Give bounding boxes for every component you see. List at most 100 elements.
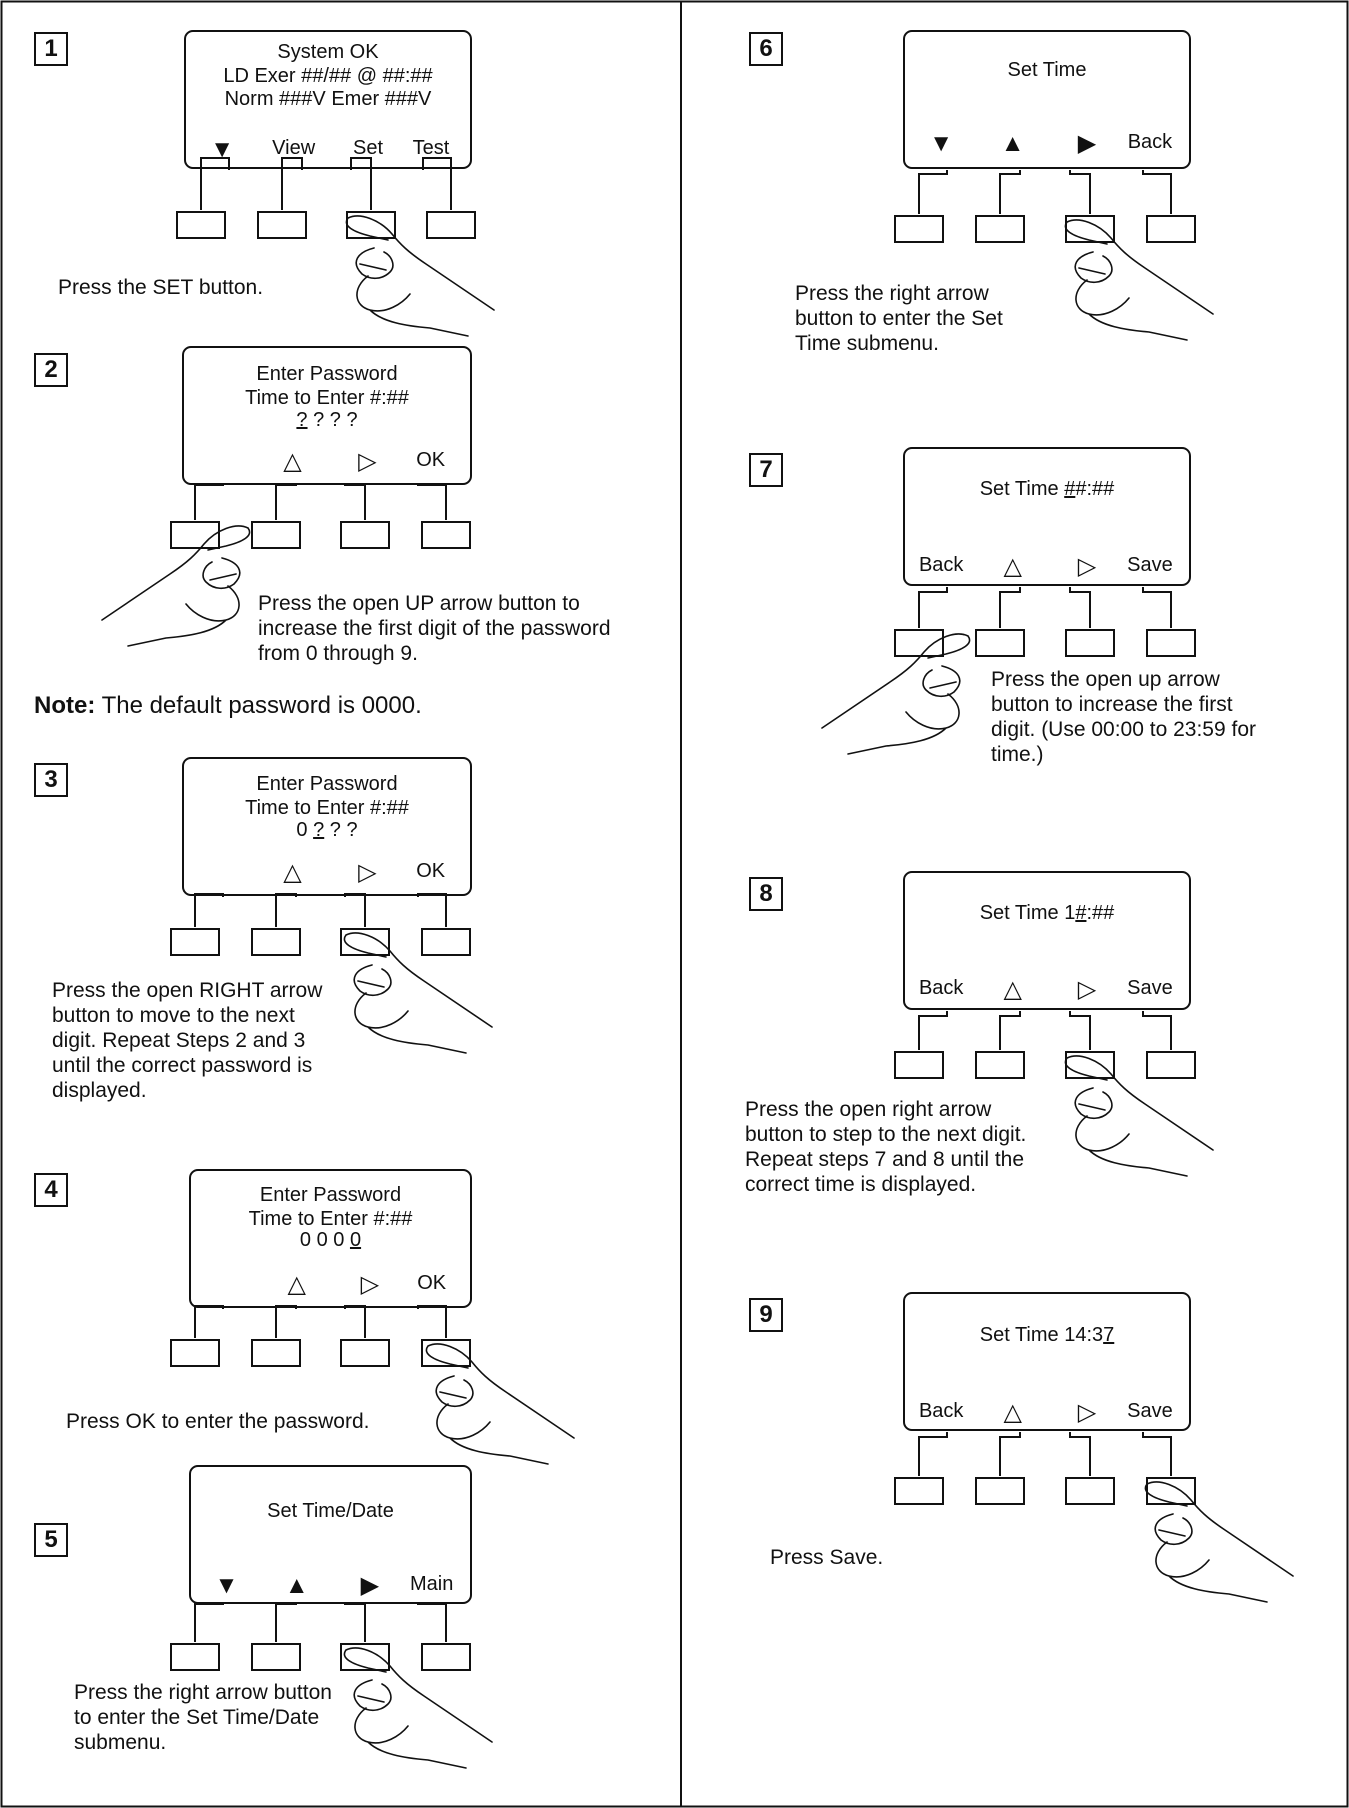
screen-line: Norm ###V Emer ###V <box>224 88 432 110</box>
softkey-label-2: △ <box>1003 1399 1022 1426</box>
softkey-label-1: Back <box>918 977 964 999</box>
set-time-display: Set Time ##:## <box>904 479 1190 499</box>
keypad-button-4[interactable] <box>421 1643 471 1671</box>
step-number-7: 7 <box>749 453 783 487</box>
softkey-label-4: Test <box>412 137 450 159</box>
step-number-5: 5 <box>34 1523 68 1557</box>
bracket-connector <box>200 157 230 210</box>
keypad-button-4[interactable] <box>1146 629 1196 657</box>
pointing-hand-icon <box>1144 1481 1294 1603</box>
screen-line: System OK <box>277 41 379 63</box>
softkey-label-3: ▷ <box>1077 1399 1097 1426</box>
softkey-label-1: Back <box>918 1400 964 1422</box>
default-password-note: Note: The default password is 0000. <box>34 692 422 720</box>
bracket-connector <box>1142 1011 1172 1050</box>
softkey-label-2: △ <box>283 859 302 886</box>
bracket-connector <box>999 170 1021 214</box>
keypad-button-1[interactable] <box>894 1051 944 1079</box>
cursor-digit: ? <box>313 819 325 841</box>
lcd-screen-8 <box>903 871 1191 1010</box>
bracket-connector <box>350 157 372 210</box>
keypad-button-3[interactable] <box>340 1643 390 1671</box>
password-digits: ? ? ? ? <box>183 410 471 430</box>
keypad-button-4[interactable] <box>421 521 471 549</box>
keypad-button-2[interactable] <box>975 1051 1025 1079</box>
keypad-button-2[interactable] <box>975 1477 1025 1505</box>
bracket-connector <box>1142 170 1172 214</box>
keypad-button-2[interactable] <box>257 211 307 239</box>
cursor-digit: 0 <box>349 1229 362 1251</box>
bracket-connector <box>344 893 366 927</box>
bracket-connector <box>999 1011 1021 1050</box>
keypad-button-1[interactable] <box>894 1477 944 1505</box>
bracket-connector <box>417 893 447 927</box>
screen-line: Time to Enter #:## <box>245 797 409 819</box>
keypad-button-2[interactable] <box>251 1643 301 1671</box>
softkey-label-3: ▷ <box>360 1271 380 1298</box>
bracket-connector <box>275 1603 297 1642</box>
keypad-button-4[interactable] <box>426 211 476 239</box>
bracket-connector <box>194 484 224 520</box>
keypad-button-1[interactable] <box>894 629 944 657</box>
keypad-button-1[interactable] <box>170 1643 220 1671</box>
keypad-button-1[interactable] <box>170 928 220 956</box>
screen-line: Time to Enter #:## <box>245 387 409 409</box>
lcd-screen-2 <box>182 346 472 485</box>
step-number-2: 2 <box>34 353 68 387</box>
keypad-button-1[interactable] <box>894 215 944 243</box>
keypad-button-3[interactable] <box>340 928 390 956</box>
bracket-connector <box>1069 1432 1091 1476</box>
step-caption-5: Press the right arrow button to enter th… <box>74 1681 332 1754</box>
bracket-connector <box>417 1305 447 1338</box>
keypad-button-4[interactable] <box>1146 215 1196 243</box>
step-caption-1: Press the SET button. <box>58 276 264 299</box>
keypad-button-1[interactable] <box>170 1339 220 1367</box>
softkey-label-2: △ <box>283 448 302 475</box>
screen-line: Enter Password <box>259 1184 402 1206</box>
softkey-label-4: Back <box>1127 131 1173 153</box>
lcd-screen-6 <box>903 30 1191 169</box>
bracket-connector <box>344 484 366 520</box>
note-text: The default password is 0000. <box>95 692 422 719</box>
keypad-button-3[interactable] <box>340 1339 390 1367</box>
softkey-label-2: ▲ <box>284 1572 309 1599</box>
keypad-button-4[interactable] <box>421 928 471 956</box>
keypad-button-2[interactable] <box>251 928 301 956</box>
pointing-hand-icon <box>101 525 251 647</box>
keypad-button-1[interactable] <box>176 211 226 239</box>
bracket-connector <box>918 1432 948 1476</box>
keypad-button-2[interactable] <box>251 1339 301 1367</box>
keypad-button-3[interactable] <box>1065 629 1115 657</box>
softkey-label-2: △ <box>287 1271 306 1298</box>
note-label: Note: <box>34 692 96 719</box>
step-number-4: 4 <box>34 1173 68 1207</box>
digits-before: 0 0 0 <box>299 1229 350 1251</box>
step-caption-3: Press the open RIGHT arrow button to mov… <box>52 979 323 1102</box>
lcd-screen-4 <box>189 1169 472 1308</box>
softkey-label-3: ▶ <box>1077 130 1097 157</box>
bracket-connector <box>194 1603 224 1642</box>
bracket-connector <box>417 484 447 520</box>
softkey-label-1: ▼ <box>214 1572 239 1599</box>
keypad-button-2[interactable] <box>251 521 301 549</box>
softkey-label-3: ▷ <box>358 859 377 886</box>
keypad-button-3[interactable] <box>1065 1477 1115 1505</box>
cursor-digit: # <box>1075 902 1087 924</box>
pointing-hand-icon <box>343 932 493 1054</box>
keypad-button-2[interactable] <box>975 215 1025 243</box>
step-caption-8: Press the open right arrow button to ste… <box>745 1098 1027 1196</box>
keypad-button-1[interactable] <box>170 521 220 549</box>
screen-line: Set Time <box>1007 59 1087 81</box>
cursor-digit: # <box>1064 478 1076 500</box>
softkey-label-1: ▼ <box>929 130 954 157</box>
digits-after: ? ? <box>324 819 358 841</box>
keypad-button-3[interactable] <box>340 521 390 549</box>
bracket-connector <box>344 1603 366 1642</box>
keypad-button-2[interactable] <box>975 629 1025 657</box>
step-caption-7: Press the open up arrow button to increa… <box>991 668 1256 766</box>
softkey-label-2: ▲ <box>1000 130 1025 157</box>
keypad-button-4[interactable] <box>1146 1051 1196 1079</box>
softkey-label-4: Main <box>409 1573 454 1595</box>
